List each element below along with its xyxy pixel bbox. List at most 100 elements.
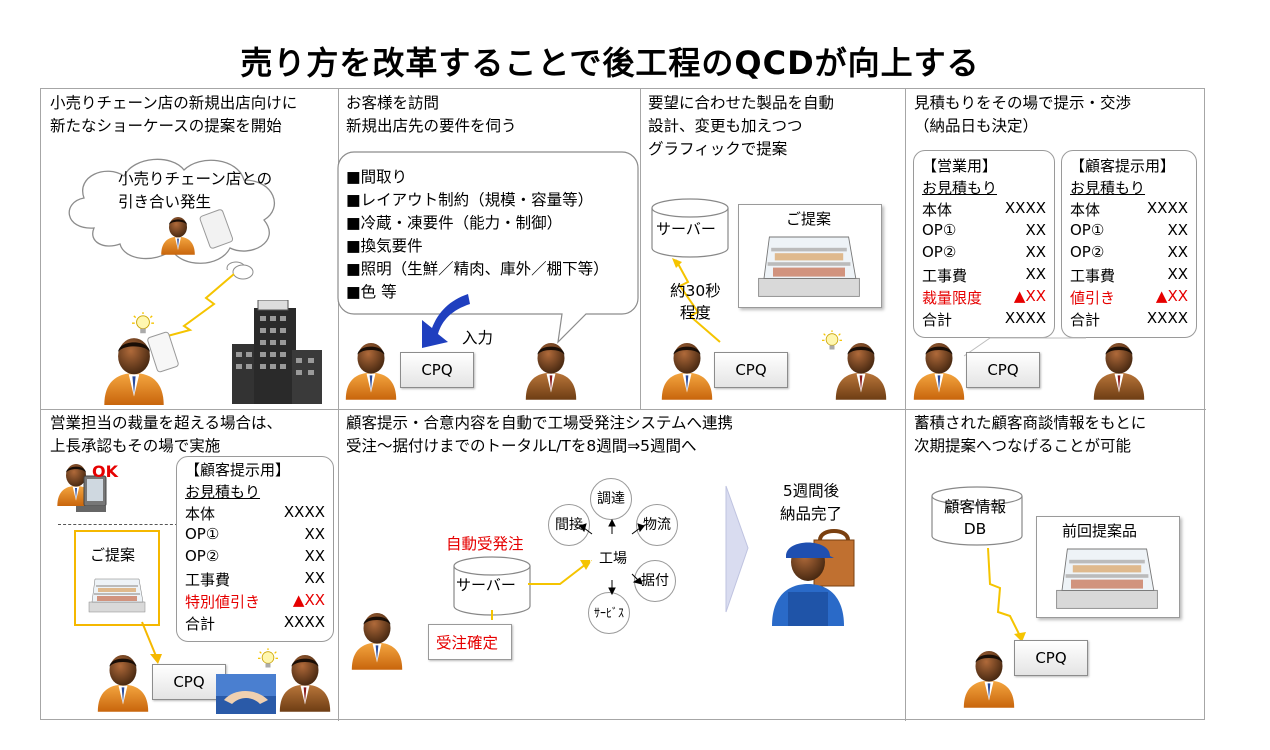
proposal-label: ご提案 <box>786 210 832 228</box>
order-confirm-label: 受注確定 <box>436 634 499 652</box>
process-node-procurement: 調達 <box>590 478 632 520</box>
customer-icon <box>834 340 888 400</box>
storyboard-grid <box>40 88 1206 721</box>
flow-arrows <box>491 560 592 620</box>
tablet-icon <box>147 331 179 373</box>
estimate-row-discount: 裁量限度▲XX <box>922 287 1046 307</box>
customer-icon <box>524 340 578 400</box>
tablet-icon <box>199 209 234 249</box>
divider <box>41 409 1206 410</box>
lightning-icon <box>159 273 235 339</box>
order-confirm-box <box>428 624 512 660</box>
process-node-service: ｻｰﾋﾞｽ <box>588 592 630 634</box>
requirement-item: ■照明（生鮮／精肉、庫外／棚下等） <box>346 260 609 278</box>
cpq-box: CPQ <box>1014 640 1088 676</box>
showcase-image <box>754 228 864 300</box>
chevron-arrow <box>725 485 749 613</box>
db-label: 顧客情報 DB <box>944 498 1007 538</box>
estimate-subheader: お見積もり <box>922 179 998 197</box>
input-label: 入力 <box>462 329 494 347</box>
divider <box>640 89 641 409</box>
requirement-item: ■冷蔵・凍要件（能力・制御） <box>346 214 563 232</box>
panel-6-caption: 顧客提示・合意内容を自動で工場受発注システムへ連携 受注～据付けまでのトータルL… <box>346 414 734 455</box>
process-node-logistics: 物流 <box>636 504 678 546</box>
handshake-icon <box>216 674 276 714</box>
panel-1-caption: 小売りチェーン店の新規出店向けに 新たなショーケースの提案を開始 <box>50 94 298 135</box>
salesperson-icon <box>160 215 196 255</box>
estimate-header: 【営業用】 <box>922 157 998 175</box>
delivery-label: 5週間後 納品完了 <box>780 482 843 523</box>
auto-order-label: 自動受発注 <box>446 535 524 553</box>
installer-icon <box>772 529 855 626</box>
customer-icon <box>1092 340 1146 400</box>
input-arrow-icon <box>422 294 470 348</box>
salesperson-icon <box>344 340 398 400</box>
processing-time: 約30秒 程度 <box>670 282 721 322</box>
database-icon <box>931 486 1023 546</box>
speech-bubble <box>337 151 639 344</box>
proposal-label: ご提案 <box>90 546 136 564</box>
cloud-text: 小売りチェーン店との 引き合い発生 <box>118 170 273 211</box>
manager-icon <box>57 464 107 512</box>
estimate-row-discount: 値引き▲XX <box>1070 287 1188 307</box>
cpq-box: CPQ <box>400 352 474 388</box>
server-label: サーバー <box>656 220 716 238</box>
salesperson-icon <box>350 610 404 670</box>
panel-5-caption: 営業担当の裁量を超える場合は、 上長承認もその場で実施 <box>50 414 283 455</box>
requirement-item: ■色 等 <box>346 283 397 301</box>
salesperson-icon <box>660 340 714 400</box>
server-label: サーバー <box>456 576 516 594</box>
cpq-box: CPQ <box>714 352 788 388</box>
divider <box>338 89 339 721</box>
salesperson-icon <box>96 652 150 712</box>
estimate-subheader: お見積もり <box>185 483 261 501</box>
page-title: 売り方を改革することで後工程のQCDが向上する <box>240 44 980 82</box>
estimate-header: 【顧客提示用】 <box>1070 157 1176 175</box>
requirements-list: ■間取り ■レイアウト制約（規模・容量等） ■冷蔵・凍要件（能力・制御） ■換気… <box>346 166 609 304</box>
lightning-icon <box>987 547 1026 642</box>
previous-proposal-label: 前回提案品 <box>1062 522 1138 540</box>
divider <box>905 89 906 721</box>
ok-label: OK <box>92 462 118 481</box>
showcase-image <box>86 574 148 614</box>
factory-hub: 工場 <box>590 538 636 580</box>
estimate-subheader: お見積もり <box>1070 179 1146 197</box>
panel-3-caption: 要望に合わせた製品を自動 設計、変更も加えつつ グラフィックで提案 <box>648 94 835 158</box>
requirement-item: ■間取り <box>346 168 408 186</box>
dashed-divider <box>58 524 178 525</box>
requirement-item: ■換気要件 <box>346 237 423 255</box>
cloud-bubble <box>232 264 254 280</box>
salesperson-icon <box>912 340 966 400</box>
showcase-image <box>1052 540 1162 612</box>
cpq-box: CPQ <box>966 352 1040 388</box>
salesperson-icon <box>962 648 1016 708</box>
flow-arrow <box>141 621 162 664</box>
hub-arrows <box>579 518 645 596</box>
panel-4-caption: 見積もりをその場で提示・交渉 （納品日も決定） <box>914 94 1132 135</box>
callout-connector <box>963 337 1086 357</box>
lightning-icon <box>672 258 721 343</box>
estimate-header: 【顧客提示用】 <box>185 461 291 479</box>
panel-2-caption: お客様を訪問 新規出店先の要件を伺う <box>346 94 517 135</box>
requirement-item: ■レイアウト制約（規模・容量等） <box>346 191 594 209</box>
panel-7-caption: 蓄積された顧客商談情報をもとに 次期提案へつなげることが可能 <box>914 414 1147 455</box>
cpq-box: CPQ <box>152 664 226 700</box>
